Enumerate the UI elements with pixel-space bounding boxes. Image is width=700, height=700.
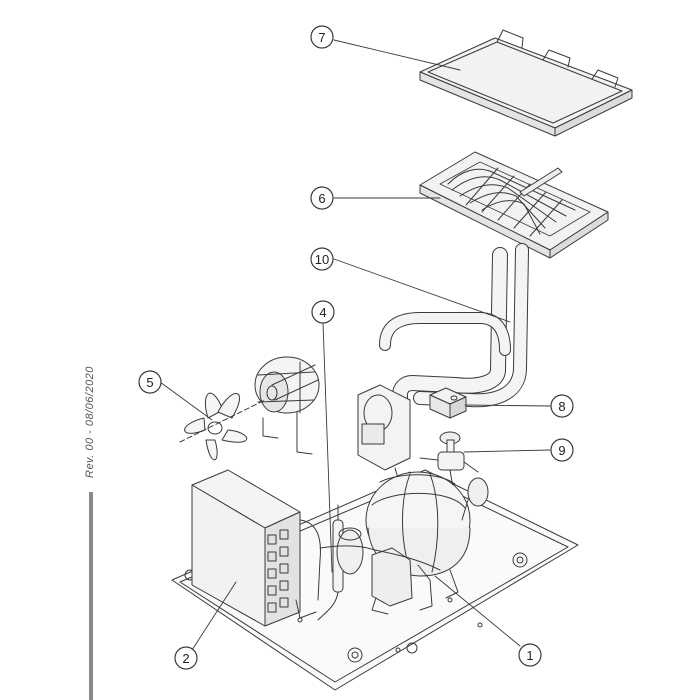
callout-label: 4 [319,305,326,320]
callout-1: 1 [518,643,542,667]
callout-label: 8 [558,399,565,414]
part-fan-motor [254,356,320,455]
revision-bar [89,492,93,700]
part-fan-blade [179,392,266,461]
part-condenser [191,469,321,627]
callout-9: 9 [550,438,574,462]
callout-label: 2 [182,651,189,666]
callout-2: 2 [174,646,198,670]
callout-4: 4 [311,300,335,324]
callout-6: 6 [310,186,334,210]
callout-label: 7 [318,30,325,45]
callout-label: 5 [146,375,153,390]
part-evaporator [419,151,609,259]
part-service-valve [419,431,479,483]
part-insulated-tube [379,243,529,416]
part-valve-housing [357,384,411,479]
leader-lines [159,39,551,651]
callout-label: 9 [558,443,565,458]
callout-8: 8 [550,394,574,418]
callout-5: 5 [138,370,162,394]
callout-label: 1 [526,648,533,663]
callout-7: 7 [310,25,334,49]
callout-label: 6 [318,191,325,206]
part-solenoid-cube [429,387,467,419]
callout-label: 10 [315,252,329,267]
part-compressor [319,471,489,615]
part-cover-tray [419,29,633,137]
callout-10: 10 [310,247,334,271]
